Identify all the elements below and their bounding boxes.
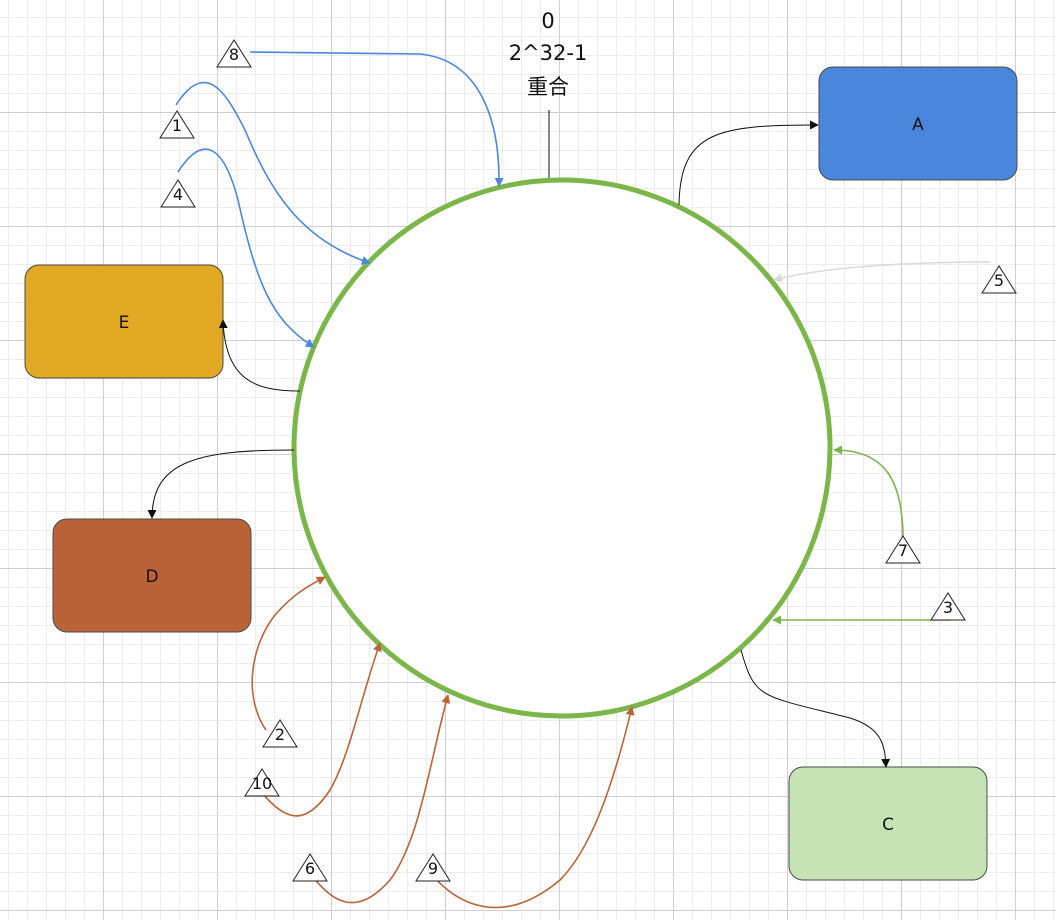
node-c[interactable]: C (788, 766, 988, 881)
node-e-label: E (119, 313, 130, 333)
node-a[interactable]: A (818, 66, 1018, 181)
request-key-6[interactable]: 6 (292, 853, 328, 882)
request-8-marker (216, 39, 252, 68)
request-key-4[interactable]: 4 (160, 179, 196, 208)
request-5-marker (981, 265, 1017, 294)
ring-overlap-label: 重合 (527, 75, 569, 99)
node-d-label: D (145, 567, 158, 587)
request-10-marker (244, 768, 280, 797)
request-key-3[interactable]: 3 (930, 592, 966, 621)
request-8-arrow (249, 51, 504, 187)
request-7-label: 7 (898, 541, 908, 560)
connector-ring-to-a (678, 120, 819, 206)
request-7-marker (885, 535, 921, 564)
request-3-label: 3 (943, 598, 953, 617)
request-2-label: 2 (275, 725, 285, 744)
request-key-8[interactable]: 8 (216, 39, 252, 68)
request-key-7[interactable]: 7 (885, 535, 921, 564)
request-1-marker (159, 110, 195, 139)
request-2-arrow (251, 576, 326, 731)
node-a-label: A (912, 115, 924, 135)
node-a-box (818, 66, 1018, 181)
request-6-label: 6 (305, 859, 315, 878)
node-d-box (52, 518, 252, 633)
connector-ring-to-e (218, 319, 301, 392)
request-6-marker (292, 853, 328, 882)
node-c-label: C (882, 815, 894, 835)
request-4-marker (160, 179, 196, 208)
request-key-2[interactable]: 2 (262, 719, 298, 748)
request-4-arrow (177, 148, 315, 348)
request-2-marker (262, 719, 298, 748)
request-key-5[interactable]: 5 (981, 265, 1017, 294)
request-4-label: 4 (173, 185, 183, 204)
request-10-label: 10 (252, 774, 272, 793)
request-7-arrow (833, 445, 904, 541)
request-1-arrow (175, 81, 371, 265)
request-9-arrow (432, 706, 635, 909)
request-10-arrow (261, 642, 382, 817)
request-key-1[interactable]: 1 (159, 110, 195, 139)
node-d[interactable]: D (52, 518, 252, 633)
connector-ring-to-d (147, 449, 295, 519)
hash-ring (291, 177, 833, 719)
request-9-label: 9 (428, 859, 438, 878)
request-9-marker (415, 853, 451, 882)
request-key-9[interactable]: 9 (415, 853, 451, 882)
request-key-10[interactable]: 10 (244, 768, 280, 797)
node-e[interactable]: E (24, 264, 224, 379)
connector-ring-to-c (740, 649, 891, 768)
request-1-label: 1 (172, 116, 182, 135)
ring-zero-label: 0 (541, 9, 554, 33)
request-3-marker (930, 592, 966, 621)
ring-max-label: 2^32-1 (509, 41, 588, 65)
request-6-arrow (309, 694, 451, 904)
request-8-label: 8 (229, 45, 239, 64)
request-5-arrow (773, 261, 991, 283)
request-5-label: 5 (994, 271, 1004, 290)
